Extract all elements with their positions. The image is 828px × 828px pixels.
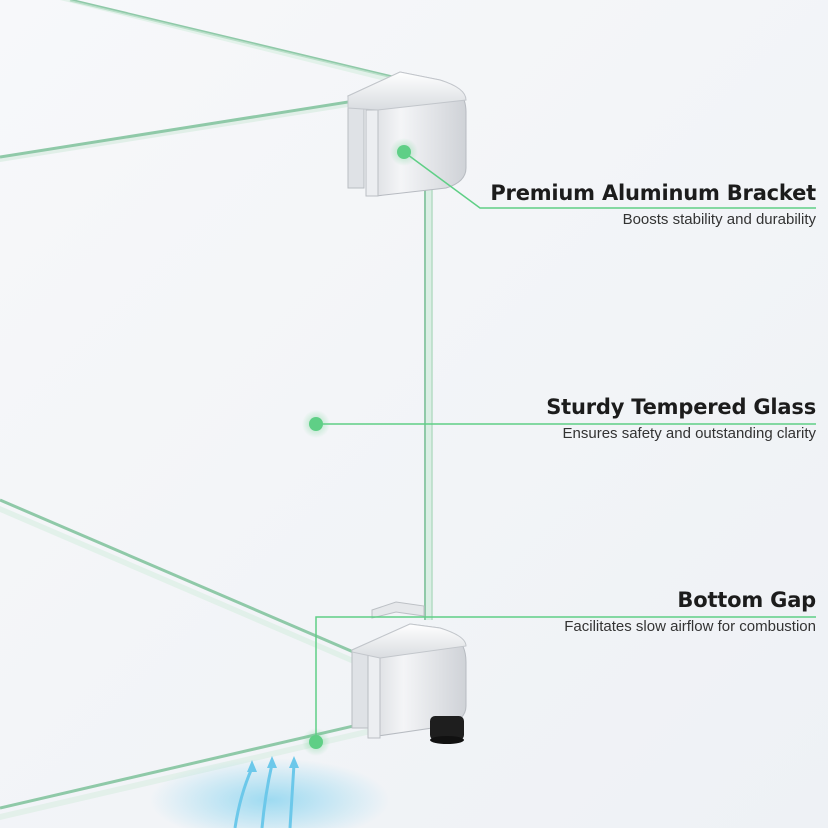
callout-title: Bottom Gap <box>677 588 816 612</box>
leader-line-gap <box>315 616 816 742</box>
callout-subtitle: Boosts stability and durability <box>622 211 816 228</box>
rubber-foot <box>430 716 464 744</box>
callout-bottom-gap: Bottom Gap Facilitates slow airflow for … <box>564 587 816 637</box>
green-dot-marker <box>390 138 418 166</box>
callout-title: Sturdy Tempered Glass <box>546 395 816 419</box>
top-aluminum-bracket <box>346 71 467 197</box>
bottom-aluminum-bracket <box>350 601 467 739</box>
green-dot-marker <box>302 728 330 756</box>
green-dot-marker <box>302 410 330 438</box>
callout-subtitle: Facilitates slow airflow for combustion <box>564 618 816 635</box>
glass-top-edge <box>0 0 406 162</box>
glass-vertical-edge <box>424 190 433 620</box>
callout-premium-bracket: Premium Aluminum Bracket Boosts stabilit… <box>490 180 816 230</box>
callout-subtitle: Ensures safety and outstanding clarity <box>562 425 816 442</box>
leader-line-bracket <box>403 151 816 209</box>
airflow-arrow-icon <box>150 756 390 828</box>
callout-title: Premium Aluminum Bracket <box>490 181 816 205</box>
callout-tempered-glass: Sturdy Tempered Glass Ensures safety and… <box>546 394 816 444</box>
